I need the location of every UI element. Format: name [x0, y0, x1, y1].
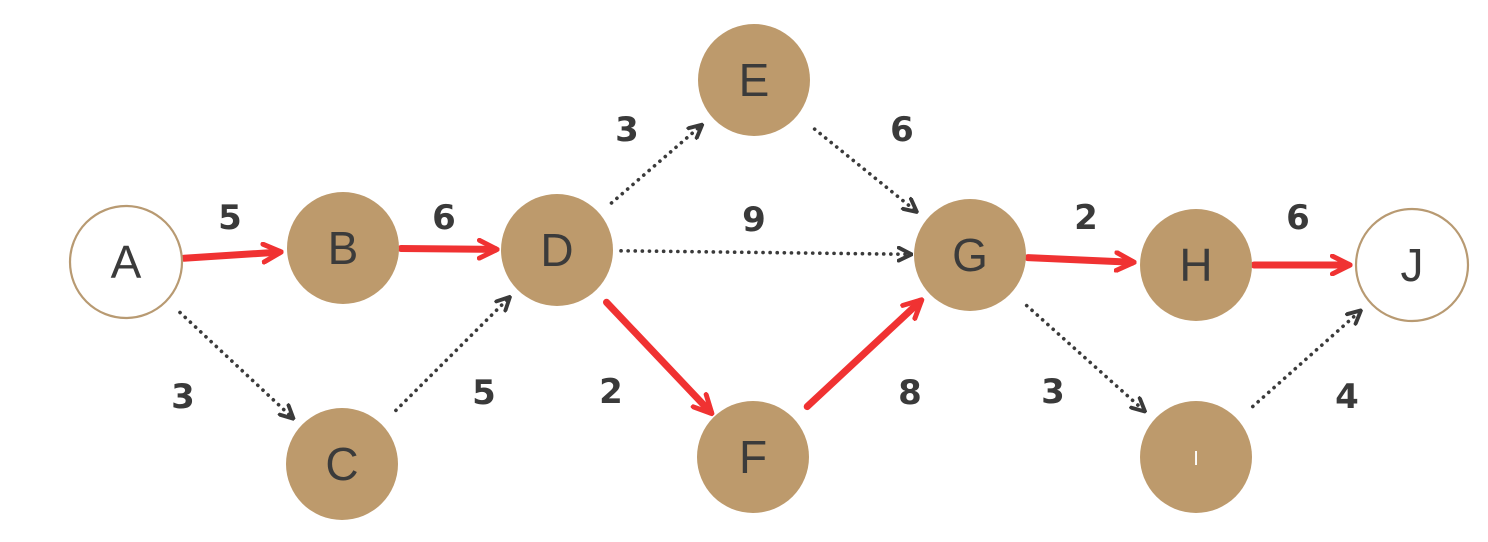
edge-a-b: [180, 252, 279, 258]
node-circle: [1140, 209, 1252, 321]
edge-weight-f-g: 8: [898, 373, 922, 413]
edge-g-i: [1024, 303, 1144, 411]
node-j: J: [1354, 207, 1470, 323]
edge-weight-d-g: 9: [742, 200, 766, 240]
edge-c-d: [394, 298, 509, 413]
edge-g-h: [1024, 258, 1132, 263]
edge-d-g: [619, 251, 910, 255]
edge-weight-b-d: 6: [432, 198, 456, 238]
node-label: A: [111, 236, 142, 288]
node-label: B: [328, 222, 359, 274]
node-a: A: [68, 204, 184, 320]
node-circle: [698, 24, 810, 136]
edge-f-g: [803, 301, 920, 411]
node-circle: [68, 204, 184, 320]
edge-d-f: [603, 298, 711, 412]
node-label: F: [739, 431, 767, 483]
node-circle: [1354, 207, 1470, 323]
node-circle: [697, 401, 809, 513]
node-label: E: [739, 54, 770, 106]
node-b: B: [287, 192, 399, 304]
node-c: C: [286, 408, 398, 520]
node-label: C: [325, 438, 358, 490]
edge-labels-layer: 5 3 6 5 3 9 2 6 8 2 3 6 4: [171, 110, 1359, 417]
node-circle: [914, 199, 1026, 311]
edge-b-d: [397, 249, 495, 250]
edge-weight-h-j: 6: [1286, 198, 1310, 238]
edge-weight-a-b: 5: [218, 198, 242, 238]
node-d: D: [501, 194, 613, 306]
edge-e-g: [812, 127, 916, 211]
edges-layer: [178, 126, 1360, 418]
edge-d-e: [609, 126, 702, 205]
node-i: I: [1140, 401, 1252, 513]
edge-weight-a-c: 3: [171, 377, 195, 417]
node-circle: [1140, 401, 1252, 513]
edge-weight-g-i: 3: [1041, 372, 1065, 412]
node-circle: [287, 192, 399, 304]
node-e: E: [698, 24, 810, 136]
edge-i-j: [1251, 312, 1360, 409]
node-label: G: [952, 229, 988, 281]
node-label: H: [1179, 239, 1212, 291]
edge-a-c: [178, 310, 292, 418]
nodes-layer: A B C D E F G H I J: [68, 24, 1470, 520]
node-f: F: [697, 401, 809, 513]
node-circle: [286, 408, 398, 520]
node-g: G: [914, 199, 1026, 311]
node-h: H: [1140, 209, 1252, 321]
edge-weight-d-e: 3: [615, 110, 639, 150]
node-label: D: [540, 224, 573, 276]
node-label: I: [1193, 448, 1199, 470]
edge-weight-g-h: 2: [1074, 198, 1098, 238]
edge-weight-e-g: 6: [890, 110, 914, 150]
edge-weight-d-f: 2: [599, 372, 623, 412]
edge-weight-i-j: 4: [1335, 377, 1359, 417]
node-circle: [501, 194, 613, 306]
node-label: J: [1401, 239, 1424, 291]
edge-weight-c-d: 5: [472, 373, 496, 413]
